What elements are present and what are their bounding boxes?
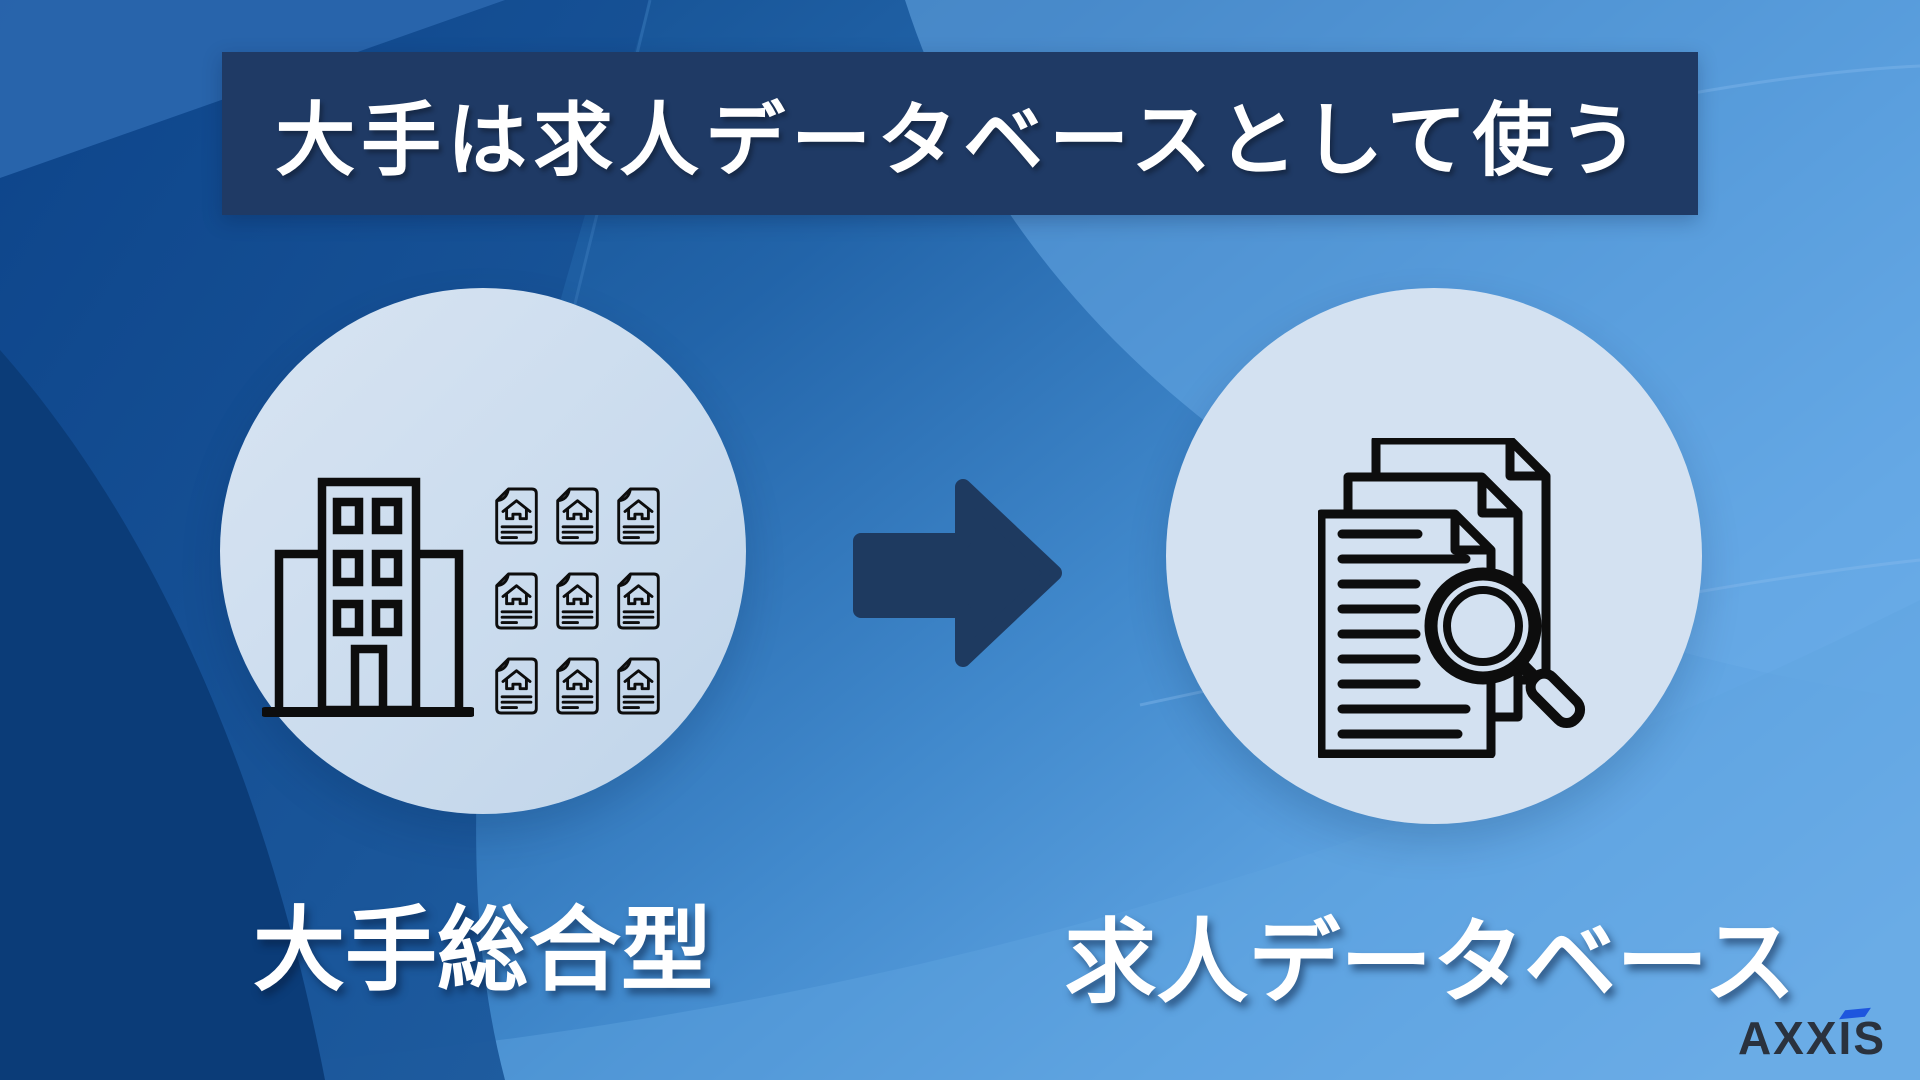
title-banner: 大手は求人データベースとして使う [222, 52, 1698, 215]
stacked-documents-search-icon [1318, 438, 1586, 758]
house-document-icon [617, 572, 660, 630]
axxis-logo: AXXIS [1737, 1007, 1886, 1064]
right-arrow-icon [853, 479, 1062, 667]
house-document-icon [495, 487, 538, 545]
left-node-label: 大手総合型 [252, 900, 713, 1002]
house-document-icon [556, 657, 599, 715]
house-document-icon [495, 572, 538, 630]
job-documents-grid [494, 486, 661, 716]
title-text: 大手は求人データベースとして使う [275, 95, 1645, 185]
right-node-label: 求人データベース [1064, 912, 1796, 1014]
house-document-icon [617, 657, 660, 715]
house-document-icon [617, 487, 660, 545]
house-document-icon [556, 487, 599, 545]
magnifier-icon [1424, 567, 1586, 729]
document-text-lines [1337, 529, 1471, 739]
logo-text: AXXIS [1737, 1012, 1886, 1064]
house-document-icon [556, 572, 599, 630]
office-building-icon [262, 477, 474, 717]
house-document-icon [495, 657, 538, 715]
